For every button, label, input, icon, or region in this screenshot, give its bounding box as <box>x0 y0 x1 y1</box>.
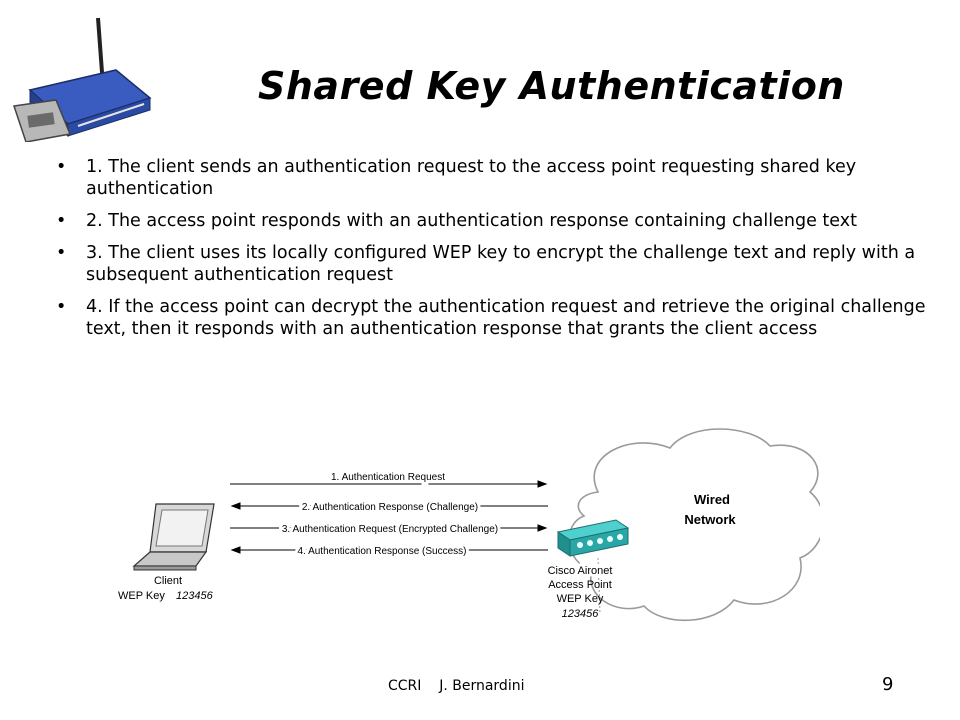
bullet-text: 4. If the access point can decrypt the a… <box>86 297 926 339</box>
message-label-2-text: 2. Authentication Response (Challenge) <box>302 502 478 513</box>
bullet-text: 3. The client uses its locally configure… <box>86 243 916 285</box>
laptop-icon <box>132 503 215 571</box>
bullet-item: • 1. The client sends an authentication r… <box>56 156 926 200</box>
bullet-text: 1. The client sends an authentication re… <box>86 157 857 199</box>
network-label-line2: Network <box>684 512 736 527</box>
message-label-4-text: 4. Authentication Response (Success) <box>298 546 467 557</box>
message-label-1-text: 1. Authentication Request <box>331 472 445 483</box>
ap-label-line3: WEP Key <box>557 593 604 605</box>
access-point-icon <box>556 519 630 557</box>
ap-label-line1-text: Cisco Aironet <box>548 565 613 577</box>
network-label-line1: Wired <box>694 492 730 507</box>
bullet-item: • 2. The access point responds with an au… <box>56 210 926 232</box>
client-key-label: WEP Key <box>118 590 165 602</box>
message-label-2: 2. Authentication Response (Challenge) <box>302 502 478 513</box>
ap-label-line4: 123456 <box>562 608 600 620</box>
bullet-item: • 3. The client uses its locally configur… <box>56 242 926 286</box>
slide-title: Shared Key Authentication <box>258 64 845 108</box>
ap-label-line1: Cisco Aironet <box>548 565 613 577</box>
bullet-list: • 1. The client sends an authentication r… <box>56 156 926 350</box>
bullet-marker: • <box>56 297 67 317</box>
bullet-marker: • <box>56 211 67 231</box>
bullet-text: 2. The access point responds with an aut… <box>86 211 857 231</box>
message-arrows <box>230 480 548 554</box>
auth-diagram: Wired Network 1. Authentication Request … <box>118 428 820 622</box>
message-label-3-text: 3. Authentication Request (Encrypted Cha… <box>282 524 498 535</box>
page-number: 9 <box>882 674 894 695</box>
client-label: Client <box>154 575 182 587</box>
bullet-marker: • <box>56 157 67 177</box>
slide-footer: CCRI J. Bernardini <box>388 678 525 694</box>
bullet-item: • 4. If the access point can decrypt the … <box>56 296 926 340</box>
message-label-4: 4. Authentication Response (Success) <box>298 546 467 557</box>
bullet-marker: • <box>56 243 67 263</box>
wireless-router-image <box>13 17 152 142</box>
message-label-3: 3. Authentication Request (Encrypted Cha… <box>282 524 498 535</box>
ap-label-line2: Access Point <box>548 579 612 591</box>
message-label-1: 1. Authentication Request <box>331 472 445 483</box>
wired-network-cloud <box>568 428 820 622</box>
client-key-value: 123456 <box>176 590 214 602</box>
